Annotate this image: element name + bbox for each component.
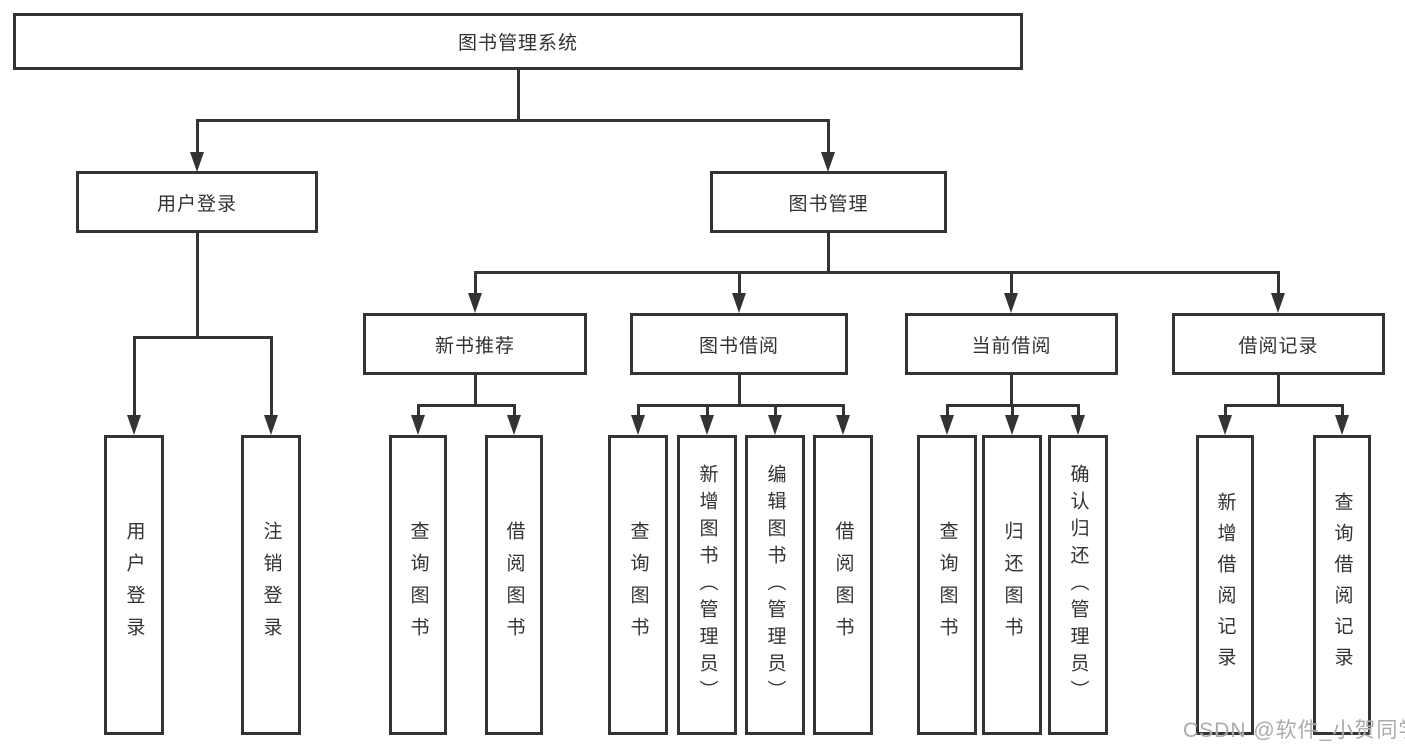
connector-book-management-stem (827, 233, 830, 273)
node-label: 查询图书 (407, 521, 429, 649)
arrow-down-icon (1004, 293, 1018, 313)
arrow-down-icon (127, 415, 141, 435)
arrow-down-icon (1335, 415, 1349, 435)
arrow-down-icon (732, 293, 746, 313)
node-borrow-books-newbook: 借阅图书 (485, 435, 543, 735)
connector-book-management-bar (474, 271, 1280, 274)
node-query-borrow-record: 查询借阅记录 (1313, 435, 1371, 735)
arrow-down-icon (631, 415, 645, 435)
node-label: 新书推荐 (434, 335, 515, 357)
connector-to-book-management (827, 119, 830, 154)
node-label: 用户登录 (123, 521, 145, 649)
connector-leaf-drop (1011, 404, 1014, 417)
connector-user-login-bar (133, 336, 273, 339)
node-label: 用户登录 (156, 193, 237, 215)
connector-leaf-drop (417, 404, 420, 417)
node-label: 新增图书（管理员） (696, 463, 718, 707)
node-add-book-admin: 新增图书（管理员） (677, 435, 737, 735)
connector-leaf-drop (946, 404, 949, 417)
connector-leaf-drop (842, 404, 845, 417)
connector-leaf-drop (706, 404, 709, 417)
connector-to-user-login-leaf (133, 336, 136, 417)
node-current-borrowing: 当前借阅 (905, 313, 1118, 375)
connector-root-bar (196, 119, 830, 122)
connector-to-user-login (196, 119, 199, 154)
node-confirm-return-admin: 确认归还（管理员） (1048, 435, 1108, 735)
connector-new-book-bar (417, 404, 516, 407)
connector-current-borrowing-stem (1010, 375, 1013, 406)
node-book-management: 图书管理 (710, 171, 947, 233)
node-user-login: 用户登录 (76, 171, 318, 233)
node-label: 查询借阅记录 (1331, 492, 1353, 678)
connector-to-borrowing-records (1277, 271, 1280, 295)
node-label: 注销登录 (260, 521, 282, 649)
connector-user-login-stem (196, 233, 199, 337)
connector-leaf-drop (774, 404, 777, 417)
node-label: 图书借阅 (698, 335, 779, 357)
node-label: 图书管理 (788, 193, 869, 215)
arrow-down-icon (411, 415, 425, 435)
arrow-down-icon (1071, 415, 1085, 435)
node-edit-book-admin: 编辑图书（管理员） (745, 435, 805, 735)
node-label: 查询图书 (936, 521, 958, 649)
arrow-down-icon (768, 415, 782, 435)
connector-borrowing-records-stem (1277, 375, 1280, 406)
node-label: 图书管理系统 (457, 33, 578, 54)
node-label: 当前借阅 (971, 335, 1052, 357)
arrow-down-icon (468, 293, 482, 313)
node-label: 新增借阅记录 (1214, 492, 1236, 678)
connector-leaf-drop (1341, 404, 1344, 417)
connector-to-book-borrowing (738, 271, 741, 295)
arrow-down-icon (190, 152, 204, 172)
node-label: 借阅图书 (832, 521, 854, 649)
connector-book-borrowing-bar (637, 404, 845, 407)
arrow-down-icon (1271, 293, 1285, 313)
connector-leaf-drop (1224, 404, 1227, 417)
connector-new-book-stem (474, 375, 477, 406)
node-user-login-leaf: 用户登录 (104, 435, 164, 735)
node-return-book: 归还图书 (982, 435, 1042, 735)
connector-to-new-book-recommend (474, 271, 477, 295)
arrow-down-icon (1218, 415, 1232, 435)
connector-root-stem (517, 69, 520, 120)
connector-book-borrowing-stem (738, 375, 741, 406)
connector-to-logout (270, 336, 273, 417)
connector-to-current-borrowing (1010, 271, 1013, 295)
arrow-down-icon (836, 415, 850, 435)
node-new-book-recommend: 新书推荐 (363, 313, 587, 375)
node-label: 编辑图书（管理员） (764, 463, 786, 707)
node-label: 借阅记录 (1238, 335, 1319, 357)
node-borrowing-records: 借阅记录 (1172, 313, 1385, 375)
connector-leaf-drop (1077, 404, 1080, 417)
node-query-books-newbook: 查询图书 (389, 435, 447, 735)
node-query-books-borrowing: 查询图书 (608, 435, 668, 735)
node-label: 归还图书 (1001, 521, 1023, 649)
connector-leaf-drop (637, 404, 640, 417)
node-book-borrowing: 图书借阅 (630, 313, 848, 375)
node-query-books-current: 查询图书 (917, 435, 977, 735)
node-label: 查询图书 (627, 521, 649, 649)
node-label: 确认归还（管理员） (1067, 463, 1089, 707)
node-label: 借阅图书 (503, 521, 525, 649)
arrow-down-icon (700, 415, 714, 435)
arrow-down-icon (507, 415, 521, 435)
connector-leaf-drop (513, 404, 516, 417)
connector-borrowing-records-bar (1224, 404, 1344, 407)
node-logout: 注销登录 (241, 435, 301, 735)
arrow-down-icon (264, 415, 278, 435)
arrow-down-icon (821, 152, 835, 172)
watermark: CSDN @软件_小贺同学 (1183, 719, 1405, 742)
node-library-management-system: 图书管理系统 (13, 13, 1023, 70)
arrow-down-icon (1005, 415, 1019, 435)
node-add-borrow-record: 新增借阅记录 (1196, 435, 1254, 735)
arrow-down-icon (940, 415, 954, 435)
node-borrow-books-borrowing: 借阅图书 (813, 435, 873, 735)
